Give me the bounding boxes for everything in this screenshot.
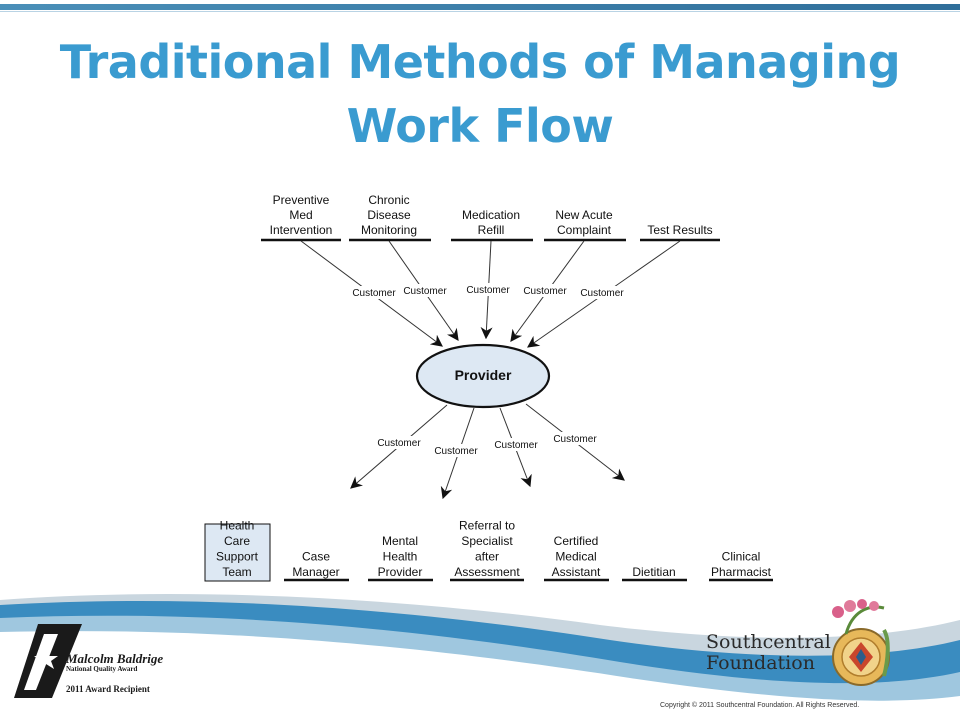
connector-label: Customer <box>553 434 597 445</box>
incoming-arrow: Customer <box>510 240 585 342</box>
connector-label: Customer <box>523 286 567 297</box>
top-accent-line <box>0 11 960 12</box>
bottom-items: HealthCareSupportTeamCaseManagerMentalHe… <box>204 519 773 582</box>
connector-label: Customer <box>466 285 510 296</box>
bottom-swoosh <box>0 594 960 720</box>
top-item-label: Disease <box>367 208 411 222</box>
southcentral-line-2: Foundation <box>706 652 815 674</box>
bottom-item-label: Support <box>216 550 259 564</box>
baldrige-logo-icon <box>14 624 82 698</box>
bottom-item-label: Referral to <box>459 519 515 533</box>
connector-label: Customer <box>352 288 396 299</box>
bottom-item-label: Care <box>224 534 250 548</box>
southcentral-logo-text: Southcentral Foundation <box>706 632 836 674</box>
incoming-arrow: Customer <box>463 240 513 340</box>
top-item: Test Results <box>640 223 720 242</box>
slide-title-line-2: Work Flow <box>346 99 614 153</box>
connector-label-bg <box>577 286 627 299</box>
copyright-notice: Copyright © 2011 Southcentral Foundation… <box>660 702 860 709</box>
bottom-item-label: Assistant <box>552 565 601 579</box>
top-item-label: Preventive <box>273 193 330 207</box>
top-accent-bar <box>0 4 960 10</box>
top-item-label: Chronic <box>368 193 409 207</box>
outgoing-arrow: Customer <box>431 407 481 500</box>
top-item-label: Intervention <box>270 223 333 237</box>
bottom-item-label: Medical <box>555 550 596 564</box>
incoming-arrow: Customer <box>388 240 459 341</box>
baldrige-award: National Quality Award <box>66 665 138 673</box>
connector-label-bg <box>400 284 450 297</box>
bottom-item-label: Health <box>220 519 255 533</box>
top-item-label: Med <box>289 208 312 222</box>
slide-title: Traditional Methods of Managing Work Flo… <box>0 30 960 158</box>
slide-title-line-1: Traditional Methods of Managing <box>59 35 901 89</box>
top-items: PreventiveMedInterventionChronicDiseaseM… <box>261 193 720 242</box>
bottom-item: Dietitian <box>622 565 687 582</box>
top-item-label: Complaint <box>557 223 612 237</box>
connector-label-bg <box>520 284 570 297</box>
bottom-item-label: Dietitian <box>632 565 675 579</box>
baldrige-name: Malcolm Baldrige <box>66 651 164 666</box>
connector-label: Customer <box>580 288 624 299</box>
provider-ellipse <box>415 343 551 409</box>
bottom-item-label: Assessment <box>454 565 520 579</box>
connector-label-bg <box>431 444 481 457</box>
outgoing-arrow: Customer <box>525 403 625 481</box>
connector-label: Customer <box>403 286 447 297</box>
connector-label: Customer <box>434 446 478 457</box>
connector-label: Customer <box>377 438 421 449</box>
top-item-label: Test Results <box>647 223 712 237</box>
bottom-item-label: Team <box>222 565 251 579</box>
provider-label: Provider <box>455 367 512 383</box>
connector-label: Customer <box>494 440 538 451</box>
incoming-arrow: Customer <box>300 240 443 347</box>
connector-label-bg <box>491 438 541 451</box>
bottom-item-label: Pharmacist <box>711 565 772 579</box>
bottom-item-label: Manager <box>292 565 339 579</box>
connector-label-bg <box>349 286 399 299</box>
outgoing-arrow: Customer <box>491 407 541 488</box>
top-item-label: New Acute <box>555 208 613 222</box>
bottom-item-label: Health <box>383 550 418 564</box>
connector-label-bg <box>374 436 424 449</box>
southcentral-emblem-icon <box>832 599 890 686</box>
baldrige-award-text: Malcolm Baldrige National Quality Award … <box>66 652 163 694</box>
incoming-arrows: Customer Customer Customer Customer Customer <box>300 240 681 348</box>
baldrige-recipient: 2011 Award Recipient <box>66 684 150 694</box>
top-item-label: Medication <box>462 208 520 222</box>
top-item-label: Monitoring <box>361 223 417 237</box>
bottom-item-label: Certified <box>554 534 599 548</box>
bottom-item-label: Case <box>302 550 330 564</box>
bottom-item-box <box>204 523 271 582</box>
connector-label-bg <box>550 432 600 445</box>
bottom-item-label: Specialist <box>461 534 513 548</box>
incoming-arrow: Customer <box>527 240 681 348</box>
connector-label-bg <box>463 283 513 296</box>
bottom-item-label: Clinical <box>722 550 761 564</box>
provider-node: Provider <box>415 343 551 409</box>
outgoing-arrow: Customer <box>350 404 448 489</box>
bottom-item-label: after <box>475 550 499 564</box>
southcentral-line-1: Southcentral <box>706 631 831 653</box>
bottom-item-label: Mental <box>382 534 418 548</box>
bottom-item-label: Provider <box>378 565 423 579</box>
top-item-label: Refill <box>478 223 505 237</box>
